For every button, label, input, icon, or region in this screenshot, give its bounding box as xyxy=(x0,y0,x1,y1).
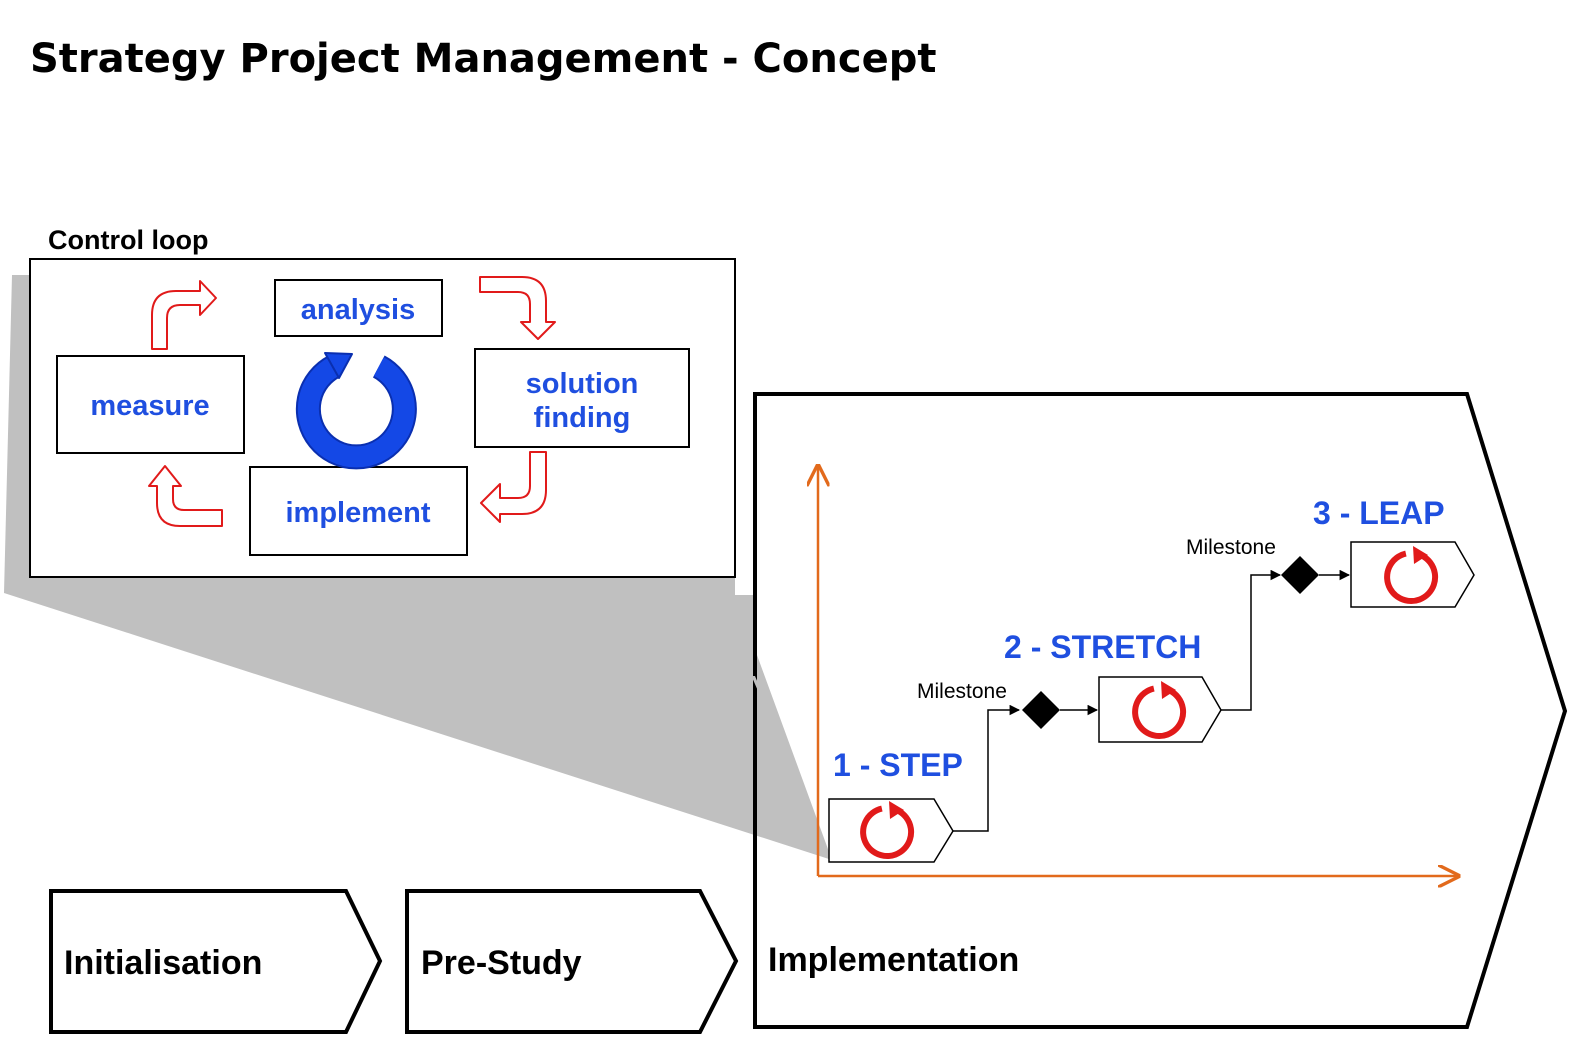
milestone-label-1: Milestone xyxy=(917,680,1007,703)
control-loop-heading: Control loop xyxy=(48,225,208,255)
arrow-analysis-to-solution xyxy=(479,276,556,340)
refresh-icon xyxy=(860,801,915,859)
arrow-measure-to-analysis xyxy=(151,280,217,350)
stage-step-box xyxy=(828,798,954,863)
solution-finding-box: solution finding xyxy=(474,348,690,448)
pre-study-phase: Pre-Study xyxy=(405,889,739,1034)
arrow-solution-to-implement xyxy=(480,451,547,523)
analysis-box: analysis xyxy=(274,279,443,337)
solution-label-line1: solution xyxy=(526,368,639,400)
milestone-label-2: Milestone xyxy=(1186,536,1276,559)
initialisation-phase: Initialisation xyxy=(49,889,383,1034)
refresh-icon xyxy=(1384,546,1439,604)
measure-label: measure xyxy=(90,390,209,422)
stage-step-label: 1 - STEP xyxy=(833,747,963,783)
arrow-implement-to-measure xyxy=(148,465,223,527)
measure-box: measure xyxy=(56,355,245,454)
page-title: Strategy Project Management - Concept xyxy=(30,36,936,82)
stage-leap-label: 3 - LEAP xyxy=(1313,495,1445,531)
zoom-projection-tip xyxy=(716,595,832,860)
stage-leap-box xyxy=(1350,541,1475,608)
initialisation-label: Initialisation xyxy=(64,944,262,982)
analysis-label: analysis xyxy=(301,294,415,326)
implementation-label: Implementation xyxy=(768,941,1019,979)
connector-stretch-to-milestone xyxy=(1221,569,1282,711)
cycle-icon xyxy=(295,352,417,470)
stage-stretch-box xyxy=(1098,676,1222,743)
milestone-diamond-2 xyxy=(1281,556,1319,594)
implement-box: implement xyxy=(249,466,468,556)
refresh-icon xyxy=(1132,681,1187,739)
stage-stretch-label: 2 - STRETCH xyxy=(1004,629,1201,665)
milestone-diamond-1 xyxy=(1022,691,1060,729)
solution-label-line2: finding xyxy=(534,402,631,434)
connector-step-to-milestone xyxy=(953,704,1021,832)
implement-label: implement xyxy=(285,497,430,529)
pre-study-label: Pre-Study xyxy=(421,944,582,982)
